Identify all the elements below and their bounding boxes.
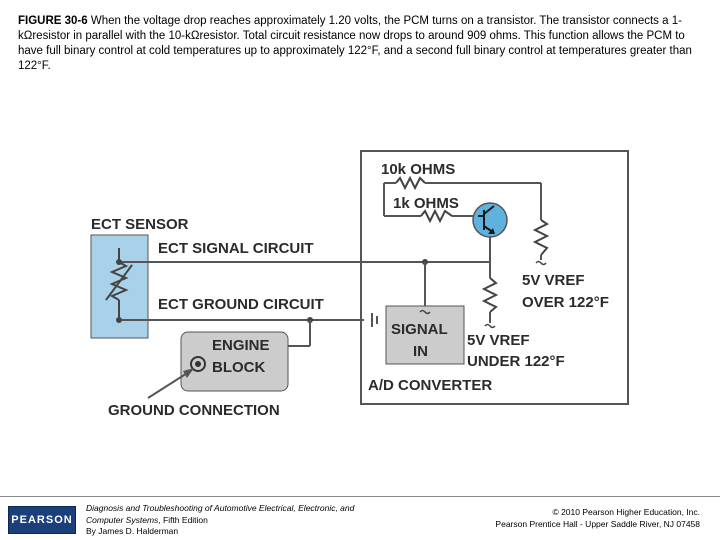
pearson-logo: PEARSON xyxy=(8,506,76,534)
ground-stud-dot xyxy=(195,361,201,367)
label-1k-ohms: 1k OHMS xyxy=(393,195,459,212)
label-engine: ENGINE xyxy=(212,337,270,354)
copyright-line-2: Pearson Prentice Hall - Upper Saddle Riv… xyxy=(495,518,700,529)
label-block: BLOCK xyxy=(212,359,265,376)
label-vref-under-1: 5V VREF xyxy=(467,332,530,349)
label-ect-signal-circuit: ECT SIGNAL CIRCUIT xyxy=(158,240,314,257)
label-ground-connection: GROUND CONNECTION xyxy=(108,402,280,419)
engine-block-box xyxy=(180,331,289,392)
figure-caption: FIGURE 30-6 When the voltage drop reache… xyxy=(18,14,706,74)
ground-junction-dot xyxy=(116,317,122,323)
pcm-ground-symbol xyxy=(371,313,378,327)
vref-under-tilde xyxy=(484,323,496,329)
copyright-line-1: © 2010 Pearson Higher Education, Inc. xyxy=(552,507,700,517)
book-title: Diagnosis and Troubleshooting of Automot… xyxy=(86,503,355,525)
resistor-network-wires xyxy=(383,182,542,323)
resistor-1k xyxy=(420,208,453,224)
transistor-emitter-arrow xyxy=(488,228,495,234)
ground-pointer-arrow xyxy=(183,368,194,378)
copyright-notice: © 2010 Pearson Higher Education, Inc. Pe… xyxy=(400,507,700,530)
label-vref-under-2: UNDER 122°F xyxy=(467,353,565,370)
label-ad-converter: A/D CONVERTER xyxy=(368,377,492,394)
label-vref-over-2: OVER 122°F xyxy=(522,294,609,311)
book-edition: , Fifth Edition xyxy=(158,514,208,525)
signal-in-tilde xyxy=(419,309,431,315)
label-10k-ohms: 10k OHMS xyxy=(381,161,455,178)
book-author: By James D. Halderman xyxy=(86,526,179,536)
label-ect-sensor: ECT SENSOR xyxy=(91,216,189,233)
signal-junction-dot xyxy=(116,259,122,265)
resistor-10k xyxy=(395,175,426,191)
ground-stud-icon xyxy=(190,356,206,372)
label-ect-ground-circuit: ECT GROUND CIRCUIT xyxy=(158,296,324,313)
figure-label: FIGURE 30-6 xyxy=(18,15,88,27)
resistor-lower xyxy=(481,277,499,313)
label-signal: SIGNAL xyxy=(391,321,448,338)
label-in: IN xyxy=(413,343,428,360)
book-citation: Diagnosis and Troubleshooting of Automot… xyxy=(86,503,366,538)
vref-over-tilde xyxy=(535,260,547,266)
label-vref-over-1: 5V VREF xyxy=(522,272,585,289)
ground-connection-pointer xyxy=(147,369,193,399)
footer-divider xyxy=(0,496,720,497)
caption-text: When the voltage drop reaches approximat… xyxy=(18,15,692,72)
pcm-box xyxy=(360,150,629,405)
resistor-upper xyxy=(532,219,550,256)
transistor-icon xyxy=(472,202,508,238)
